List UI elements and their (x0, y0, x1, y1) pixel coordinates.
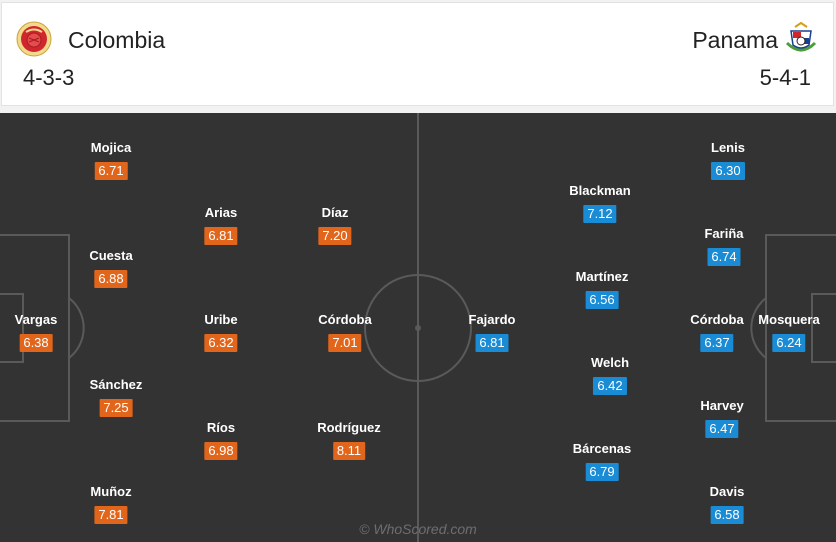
player-rating: 7.12 (583, 205, 617, 223)
away-player[interactable]: Mosquera 6.24 (758, 312, 820, 352)
panama-crest-icon (785, 21, 817, 52)
player-name[interactable]: Mojica (90, 140, 132, 155)
player-name[interactable]: Muñoz (90, 484, 132, 499)
pitch-markings (0, 113, 836, 542)
colombia-crest-icon (16, 21, 52, 57)
player-rating: 6.81 (475, 334, 509, 352)
player-name[interactable]: Mosquera (758, 312, 820, 327)
player-rating: 6.58 (710, 506, 744, 524)
player-name[interactable]: Arias (204, 205, 238, 220)
away-player[interactable]: Davis 6.58 (709, 484, 745, 524)
home-team-name[interactable]: Colombia (68, 27, 166, 53)
player-rating: 6.37 (700, 334, 734, 352)
whoscored-watermark: © WhoScored.com (359, 521, 477, 537)
home-player[interactable]: Vargas 6.38 (14, 312, 58, 352)
player-rating: 7.25 (99, 399, 133, 417)
player-name[interactable]: Sánchez (89, 377, 143, 392)
player-name[interactable]: Davis (709, 484, 745, 499)
home-player[interactable]: Mojica 6.71 (91, 140, 131, 180)
player-name[interactable]: Rodríguez (317, 420, 381, 435)
away-player[interactable]: Bárcenas 6.79 (572, 441, 632, 481)
player-rating: 6.38 (19, 334, 53, 352)
home-player[interactable]: Arias 6.81 (204, 205, 238, 245)
player-rating: 8.11 (332, 442, 366, 460)
player-name[interactable]: Díaz (321, 205, 349, 220)
player-name[interactable]: Córdoba (690, 312, 744, 327)
match-header: Colombia 4-3-3 Panama 5-4-1 (0, 0, 836, 108)
away-player[interactable]: Martínez 6.56 (575, 269, 629, 309)
teams-card: Colombia 4-3-3 Panama 5-4-1 (1, 2, 834, 106)
player-name[interactable]: Bárcenas (572, 441, 632, 456)
away-player[interactable]: Harvey 6.47 (700, 398, 744, 438)
player-rating: 7.01 (328, 334, 362, 352)
player-rating: 6.32 (204, 334, 238, 352)
player-rating: 6.98 (204, 442, 238, 460)
player-name[interactable]: Córdoba (318, 312, 372, 327)
home-formation: 4-3-3 (23, 65, 75, 90)
home-player[interactable]: Córdoba 7.01 (318, 312, 372, 352)
home-player[interactable]: Rodríguez 8.11 (317, 420, 381, 460)
player-name[interactable]: Fariña (704, 226, 744, 241)
player-rating: 6.81 (204, 227, 238, 245)
player-rating: 6.56 (585, 291, 619, 309)
away-player[interactable]: Lenis 6.30 (711, 140, 745, 180)
away-player[interactable]: Córdoba 6.37 (690, 312, 744, 352)
player-name[interactable]: Welch (590, 355, 630, 370)
player-name[interactable]: Cuesta (89, 248, 133, 263)
player-name[interactable]: Blackman (569, 183, 631, 198)
player-name[interactable]: Fajardo (468, 312, 516, 327)
player-name[interactable]: Lenis (711, 140, 745, 155)
player-rating: 6.42 (593, 377, 627, 395)
player-rating: 6.30 (711, 162, 745, 180)
away-team-name[interactable]: Panama (692, 27, 778, 53)
away-player[interactable]: Fariña 6.74 (704, 226, 744, 266)
away-player[interactable]: Welch 6.42 (591, 355, 629, 395)
player-name[interactable]: Uribe (204, 312, 238, 327)
player-rating: 6.24 (772, 334, 806, 352)
away-player[interactable]: Fajardo 6.81 (468, 312, 516, 352)
player-rating: 7.20 (318, 227, 352, 245)
player-name[interactable]: Harvey (700, 398, 744, 413)
player-rating: 6.88 (94, 270, 128, 288)
home-player[interactable]: Uribe 6.32 (204, 312, 238, 352)
player-rating: 7.81 (94, 506, 128, 524)
player-rating: 6.74 (707, 248, 741, 266)
home-player[interactable]: Díaz 7.20 (318, 205, 352, 245)
player-name[interactable]: Ríos (206, 420, 236, 435)
home-player[interactable]: Sánchez 7.25 (89, 377, 143, 417)
player-name[interactable]: Martínez (575, 269, 629, 284)
player-rating: 6.79 (585, 463, 619, 481)
home-player[interactable]: Cuesta 6.88 (89, 248, 133, 288)
player-rating: 6.71 (94, 162, 128, 180)
player-rating: 6.47 (705, 420, 739, 438)
home-player[interactable]: Ríos 6.98 (204, 420, 238, 460)
home-player[interactable]: Muñoz 7.81 (90, 484, 132, 524)
away-player[interactable]: Blackman 7.12 (569, 183, 631, 223)
away-formation: 5-4-1 (759, 65, 811, 90)
player-name[interactable]: Vargas (14, 312, 58, 327)
